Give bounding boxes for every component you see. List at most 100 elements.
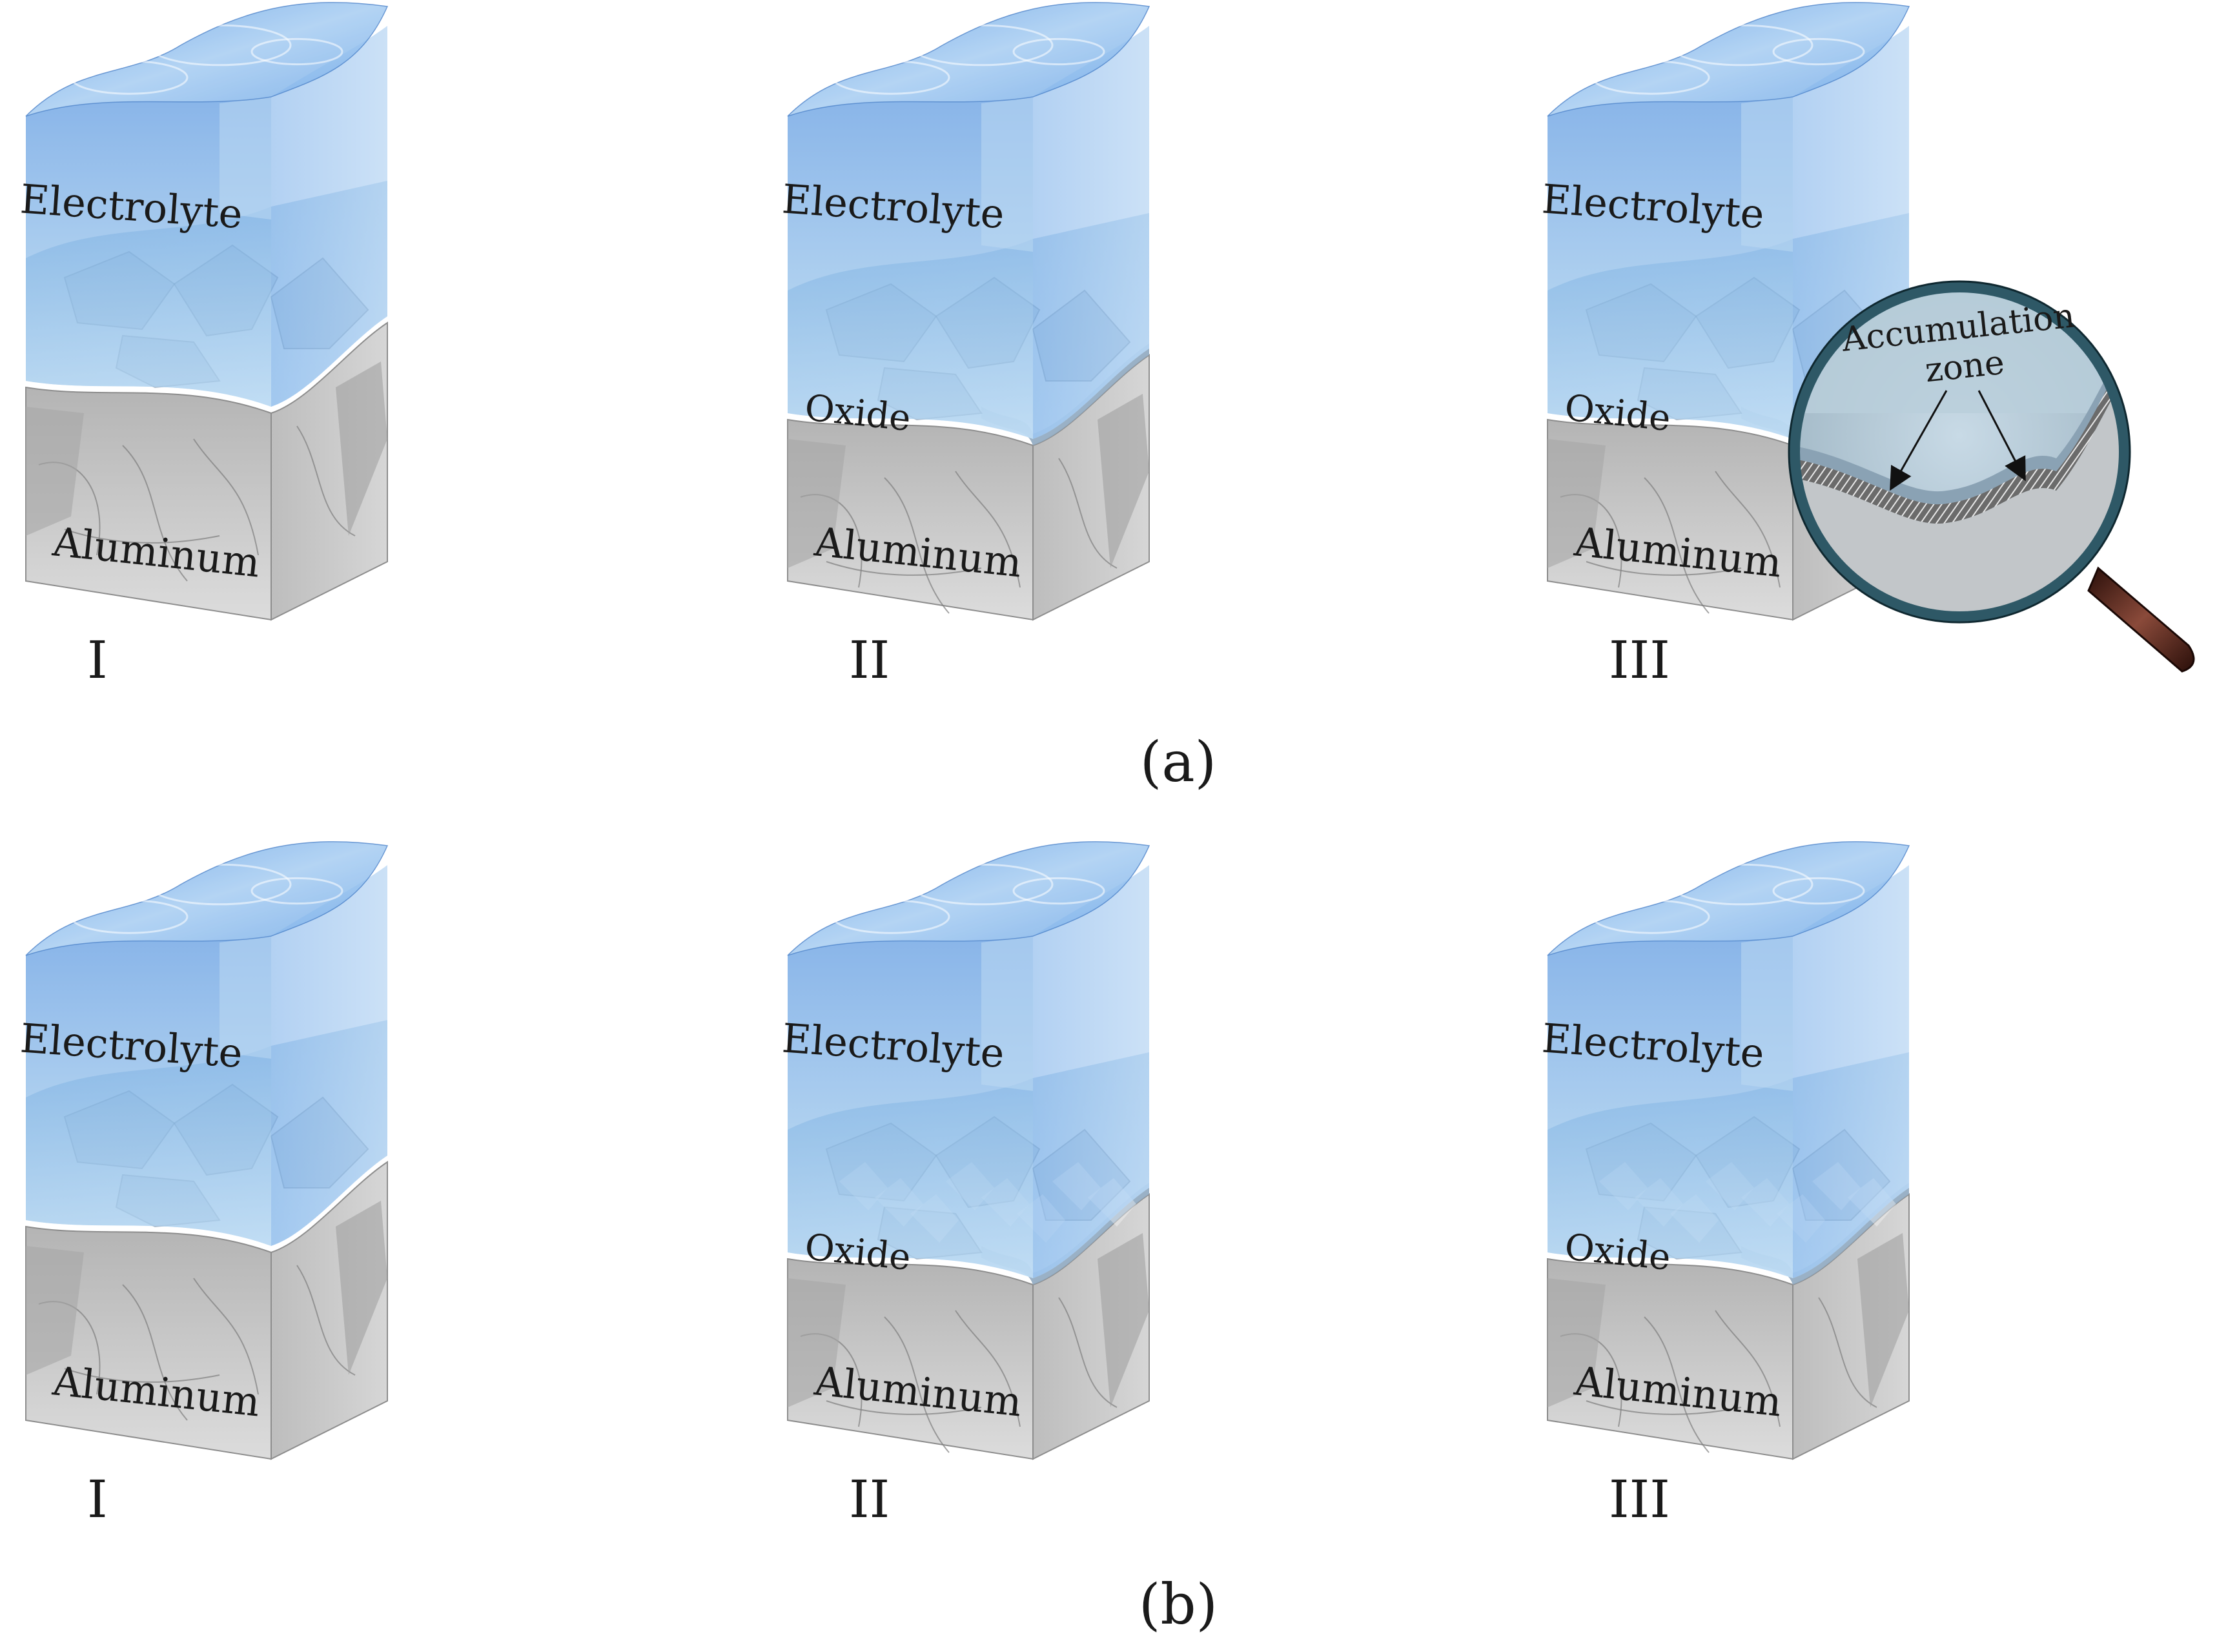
aluminum-grain-boundary: [193, 438, 259, 556]
aluminum-grain-boundary: [1058, 458, 1118, 569]
aluminum-grain-boundary: [1644, 1316, 1710, 1453]
water-ripple: [1591, 899, 1710, 934]
aluminum-grain-boundary: [955, 1310, 1021, 1427]
electrolyte-highlight: [1741, 97, 1793, 252]
panel-numeral: I: [87, 1469, 108, 1529]
aluminum-grain-boundary: [1715, 1310, 1781, 1427]
aluminum-grain-boundary: [955, 471, 1021, 588]
aluminum-grain-boundary: [296, 425, 356, 536]
row-caption: (b): [1139, 1573, 1218, 1637]
aluminum-grain-boundary: [1586, 1400, 1742, 1415]
water-ripple: [1012, 877, 1105, 905]
oxide-layer: [1741, 1183, 1909, 1285]
electrolyte-side-face: [271, 865, 387, 1246]
water-ripple: [70, 899, 189, 934]
water-ripple: [147, 24, 292, 66]
magnifier-handle: [2087, 566, 2195, 673]
water-ripple: [1012, 37, 1105, 66]
water-ripple: [1772, 877, 1865, 905]
panel-numeral: II: [849, 630, 890, 690]
aluminum-grain-boundary: [884, 1316, 950, 1453]
electrolyte-top-surface: [25, 1, 389, 117]
aluminum-grain: [788, 439, 846, 568]
aluminum-front-face: [25, 386, 272, 621]
electrolyte-side-face: [1033, 26, 1149, 439]
magnified-oxide: [1798, 342, 2121, 505]
water-ripple: [832, 60, 950, 95]
aluminum-grain: [1548, 439, 1606, 568]
row-caption: (a): [1140, 730, 1216, 795]
aluminum-grain: [336, 1201, 387, 1375]
panel-numeral: III: [1609, 630, 1670, 690]
electrolyte-highlight: [981, 97, 1033, 252]
aluminum-front-face: [25, 1225, 272, 1460]
aluminum-grain-boundary: [64, 1368, 220, 1383]
electrolyte-front-face: [26, 936, 271, 1246]
oxide-layer: [981, 343, 1149, 445]
electrolyte-front-face: [1548, 936, 1793, 1278]
electrolyte-front-face: [788, 97, 1033, 439]
water-ripple: [147, 863, 292, 906]
aluminum-grain: [1548, 1278, 1606, 1407]
water-ripple: [70, 60, 189, 95]
aluminum-grain-boundary: [1818, 1297, 1877, 1408]
electrolyte-top-surface: [25, 841, 389, 956]
electrolyte-top-surface: [1547, 841, 1910, 956]
water-ripple: [909, 24, 1054, 66]
accumulation-zone: [1798, 355, 2121, 524]
aluminum-grain: [26, 407, 84, 536]
electrolyte-front-face: [1548, 97, 1793, 439]
electrolyte-front-face: [788, 936, 1033, 1278]
aluminum-grain-boundary: [122, 445, 188, 582]
aluminum-grain-boundary: [296, 1265, 356, 1376]
aluminum-grain: [336, 362, 387, 536]
aluminum-grain: [1857, 1233, 1909, 1407]
water-ripple: [250, 877, 343, 905]
aluminum-grain-boundary: [122, 1284, 188, 1421]
aluminum-grain-boundary: [826, 1400, 982, 1415]
electrolyte-side-face: [271, 26, 387, 407]
panel-numeral: I: [87, 630, 108, 690]
electrolyte-highlight: [981, 936, 1033, 1091]
water-ripple: [909, 863, 1054, 906]
accumulation-label-line2: zone: [1923, 343, 2007, 391]
magnified-aluminum: [1798, 374, 2121, 613]
aluminum-grain: [26, 1246, 84, 1375]
aluminum-grain: [788, 1278, 846, 1407]
water-ripple: [832, 899, 950, 934]
panel-a-3: ElectrolyteOxideAluminumAccumulationzone…: [1540, 1, 2195, 690]
water-ripple: [1591, 60, 1710, 95]
panel-numeral: II: [849, 1469, 890, 1529]
aluminum-grain-boundary: [1586, 561, 1742, 576]
aluminum-grain-boundary: [1058, 1297, 1118, 1408]
electrolyte-top-surface: [787, 841, 1150, 956]
electrolyte-highlight: [220, 936, 271, 1059]
aluminum-grain-boundary: [1644, 477, 1710, 614]
aluminum-grain: [1098, 1233, 1149, 1407]
electrolyte-side-face: [1033, 865, 1149, 1278]
panel-numeral: III: [1609, 1469, 1670, 1529]
accumulation-arrow: [1890, 390, 1948, 491]
aluminum-grain-boundary: [884, 477, 950, 614]
aluminum-grain: [1098, 394, 1149, 568]
electrolyte-side-face: [1793, 865, 1909, 1278]
oxide-layer: [981, 1183, 1149, 1285]
water-ripple: [1772, 37, 1865, 66]
electrolyte-highlight: [1741, 936, 1793, 1091]
accumulation-arrow: [1977, 390, 2026, 482]
magnifier-ring: [1790, 282, 2129, 622]
aluminum-grain-boundary: [64, 529, 220, 544]
water-ripple: [1669, 863, 1813, 906]
electrolyte-highlight: [220, 97, 271, 219]
water-ripple: [1669, 24, 1813, 66]
magnifier-ring-outline: [1788, 280, 2131, 624]
electrolyte-top-surface: [1547, 1, 1910, 117]
aluminum-grain-boundary: [1715, 471, 1781, 588]
